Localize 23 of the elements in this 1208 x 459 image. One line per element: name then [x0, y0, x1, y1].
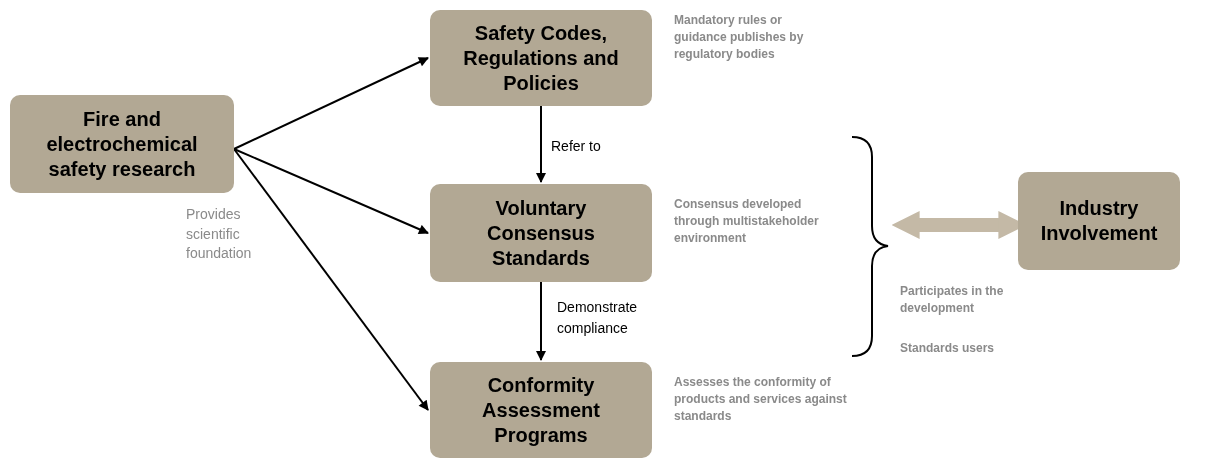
annotation: Assesses the conformity of products and services against standards	[674, 374, 848, 425]
arrow	[536, 105, 546, 183]
process-box	[430, 184, 652, 282]
note: Participates in the development	[900, 283, 1005, 317]
arrow	[536, 281, 546, 361]
arrow	[233, 57, 429, 150]
process-box	[1018, 172, 1180, 270]
note: Standards users	[900, 340, 996, 357]
box-label: Voluntary Consensus Standards	[486, 195, 596, 271]
annotation: Mandatory rules or guidance publishes by regulatory bodies	[674, 12, 805, 63]
process-box	[430, 10, 652, 106]
process-box	[10, 95, 234, 193]
process-box	[430, 362, 652, 458]
box-label: Conformity Assessment Programs	[481, 372, 601, 448]
annotation: Provides scientific foundation	[186, 205, 253, 264]
arrow	[233, 148, 429, 234]
box-label: Safety Codes, Regulations and Policies	[462, 20, 620, 96]
edge-label: Refer to	[551, 137, 601, 156]
annotation: Consensus developed through multistakeholder environment	[674, 196, 820, 247]
edge-label: Demonstrate compliance	[557, 298, 639, 338]
box-label: Fire and electrochemical safety research	[45, 106, 199, 182]
arrow	[233, 148, 429, 411]
box-label: Industry Involvement	[1039, 196, 1159, 246]
